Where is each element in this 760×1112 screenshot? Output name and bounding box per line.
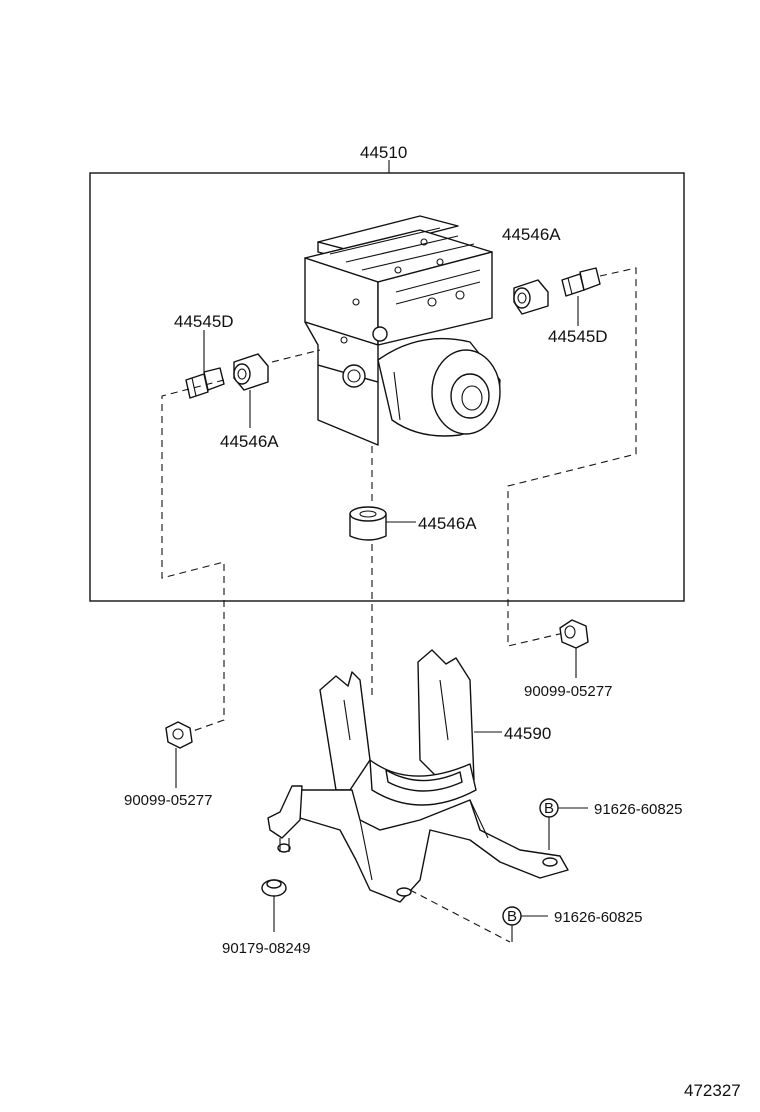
bolt-left [185, 367, 225, 399]
cushion-right [513, 279, 549, 315]
pump-motor [377, 337, 501, 437]
nut-right [559, 619, 589, 649]
label-bolt-b-lower: 91626-60825 [554, 909, 642, 926]
b-marker-lower: B [502, 906, 548, 942]
label-nut-left: 90099-05277 [124, 792, 212, 809]
alignment-lines [161, 267, 637, 943]
bolt-right [561, 267, 601, 297]
cushion-bottom [349, 506, 387, 541]
b-marker-upper: B [539, 798, 588, 850]
label-nut-right: 90099-05277 [524, 683, 612, 700]
label-bracket: 44590 [504, 724, 551, 743]
label-cushion-left: 44546A [220, 432, 279, 451]
label-bolt-left: 44545D [174, 312, 234, 331]
assembly-frame [89, 160, 685, 602]
nut-left [165, 721, 193, 749]
grommet [261, 879, 287, 897]
label-bolt-b-upper: 91626-60825 [594, 801, 682, 818]
abs-actuator [304, 215, 501, 446]
bracket [267, 649, 569, 903]
assembly-label: 44510 [360, 143, 407, 162]
label-cushion-bottom: 44546A [418, 514, 477, 533]
label-bolt-right: 44545D [548, 327, 608, 346]
b-marker-upper-letter: B [544, 800, 554, 817]
figure-number: 472327 [684, 1081, 741, 1100]
label-cushion-right: 44546A [502, 225, 561, 244]
cushion-left [233, 353, 269, 391]
b-marker-lower-letter: B [507, 908, 517, 925]
label-grommet: 90179-08249 [222, 940, 310, 957]
